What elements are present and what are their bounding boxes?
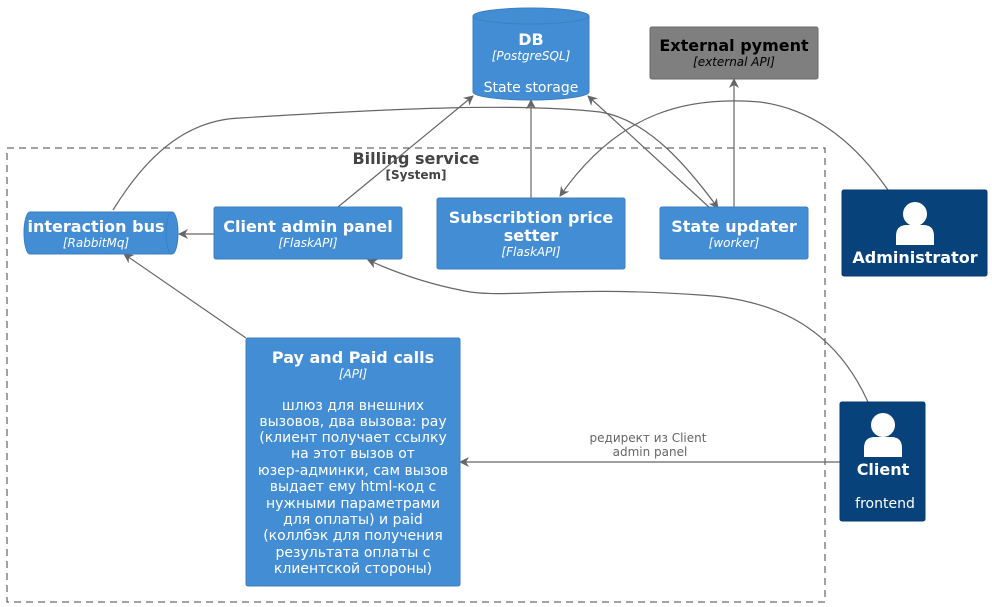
pay-calls-desc-line: клиентской стороны) (274, 561, 432, 577)
interaction-bus-tech: [RabbitMq] (63, 236, 130, 250)
edge-admin-panel-to-db (337, 95, 474, 208)
pay-calls-desc-line: на этот вызов от (291, 446, 415, 462)
pay-calls-desc-line: юзер-админки, сам вызов (258, 463, 448, 479)
edge-administrator-to-price-setter (559, 100, 889, 197)
pay-calls-tech: [API] (339, 367, 368, 381)
state-updater-tech: [worker] (709, 236, 760, 250)
state-updater-node: State updater [worker] (659, 206, 809, 260)
edge-bus-to-state-updater (112, 106, 719, 211)
edge-label-line1: редирект из Client (590, 431, 707, 445)
state-updater-title: State updater (671, 217, 797, 236)
administrator-title: Administrator (852, 248, 977, 267)
pay-calls-node: Pay and Paid calls [API] шлюз для внешни… (245, 337, 461, 587)
client-admin-panel-node: Client admin panel [FlaskAPI] (213, 206, 403, 260)
administrator-node: Administrator (841, 189, 988, 277)
edge-pay-calls-to-bus (123, 253, 247, 339)
boundary-type: [System] (386, 168, 447, 182)
client-admin-panel-tech: [FlaskAPI] (278, 236, 337, 250)
client-admin-panel-title: Client admin panel (223, 217, 393, 236)
pay-calls-desc-line: результата оплаты с (276, 545, 431, 561)
price-setter-title-line1: Subscribtion price (449, 208, 614, 227)
boundary-title: Billing service (352, 149, 479, 168)
billing-service-boundary: Billing service [System] (6, 147, 826, 603)
client-node: Client frontend (839, 401, 926, 522)
edges: редирект из Client admin panel (112, 78, 889, 467)
edge-label-line2: admin panel (613, 445, 688, 459)
db-node: DB [PostgreSQL] State storage (472, 7, 590, 101)
edge-state-updater-to-db (587, 95, 711, 209)
pay-calls-desc-line: (клиент получает ссылку (259, 430, 447, 446)
person-icon (896, 202, 934, 245)
interaction-bus-node: interaction bus [RabbitMq] (23, 211, 179, 255)
pay-calls-desc-line: выдает ему html-код с (270, 479, 436, 495)
person-icon (864, 413, 902, 457)
client-title: Client (857, 460, 910, 479)
pay-calls-desc-line: нужными параметрами (266, 496, 440, 512)
price-setter-tech: [FlaskAPI] (501, 245, 560, 259)
pay-calls-desc-line: вызовов, два вызова: pay (259, 414, 446, 430)
db-tech: [PostgreSQL] (492, 49, 571, 63)
db-desc: State storage (484, 80, 579, 96)
pay-calls-title: Pay and Paid calls (272, 348, 434, 367)
external-payment-tech: [external API] (693, 55, 775, 69)
pay-calls-desc-line: для оплаты) и paid (283, 512, 423, 528)
price-setter-title-line2: setter (504, 226, 559, 245)
external-payment-node: External pyment [external API] (649, 26, 819, 80)
pay-calls-desc-line: (коллбэк для получения (263, 528, 443, 544)
pay-calls-desc-line: шлюз для внешних (282, 398, 424, 414)
db-title: DB (518, 30, 543, 49)
interaction-bus-title: interaction bus (28, 217, 165, 236)
edge-client-to-admin-panel (367, 259, 869, 403)
price-setter-node: Subscribtion price setter [FlaskAPI] (436, 197, 626, 270)
external-payment-title: External pyment (659, 36, 809, 55)
client-desc: frontend (855, 496, 915, 512)
